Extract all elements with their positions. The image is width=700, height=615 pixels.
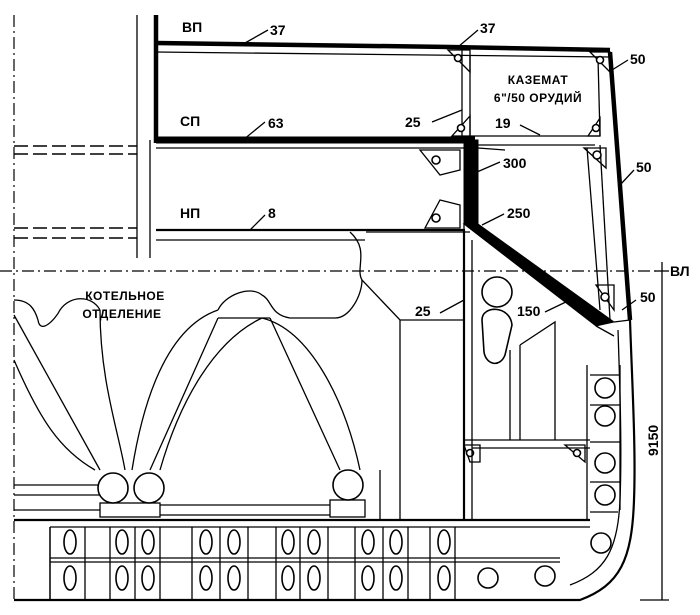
lightening-hole — [227, 529, 241, 555]
casemate-label-line1: КАЗЕМАТ — [508, 73, 569, 87]
longitudinal-bulkhead — [462, 230, 590, 520]
lightening-hole — [115, 529, 129, 555]
lightening-hole — [63, 565, 77, 591]
thickness-casemate-floor: 19 — [495, 115, 511, 131]
thickness-middle-deck: 63 — [268, 115, 284, 131]
lightening-hole — [199, 565, 213, 591]
lightening-hole — [199, 529, 213, 555]
lightening-hole — [389, 529, 403, 555]
outer-hull — [14, 319, 636, 602]
middle-deck-label: СП — [180, 113, 200, 129]
boiler-room-label-line1: КОТЕЛЬНОЕ — [85, 289, 165, 303]
lightening-hole — [141, 529, 155, 555]
thickness-vertical-armor: 300 — [503, 155, 527, 171]
lightening-hole — [361, 565, 375, 591]
thickness-side-belt: 50 — [640, 289, 656, 305]
boiler-room-label-line2: ОТДЕЛЕНИЕ — [82, 307, 161, 321]
lower-deck-label: НП — [180, 205, 200, 221]
thickness-casemate-side: 50 — [630, 51, 646, 67]
thickness-bevel: 150 — [517, 303, 541, 319]
upper-deck-label: ВП — [182, 19, 202, 35]
thickness-casemate-bulkhead: 25 — [405, 114, 421, 130]
inner-frame — [349, 231, 556, 520]
lightening-hole — [227, 565, 241, 591]
thickness-slope-armor: 250 — [507, 205, 531, 221]
lightening-hole — [361, 529, 375, 555]
side-voids — [477, 374, 620, 589]
thickness-upper-deck-right: 37 — [480, 20, 496, 36]
brackets — [418, 49, 615, 464]
thickness-lower-deck: 8 — [268, 205, 276, 221]
lightening-hole — [281, 565, 295, 591]
waterline-label: ВЛ — [670, 263, 690, 279]
boiler-room — [13, 279, 381, 520]
casemate-label-line2: 6"/50 ОРУДИЙ — [494, 90, 582, 105]
lightening-hole — [389, 565, 403, 591]
lightening-hole — [307, 565, 321, 591]
lightening-hole — [307, 529, 321, 555]
lightening-hole — [141, 565, 155, 591]
double-bottom — [14, 518, 590, 600]
left-frame — [13, 15, 151, 600]
thickness-side-upper: 50 — [636, 159, 652, 175]
draught-dimension — [640, 262, 669, 601]
lightening-hole — [63, 529, 77, 555]
lightening-hole — [115, 565, 129, 591]
deck-dashed-continuations — [14, 145, 137, 239]
draught-dimension-label: 9150 — [645, 425, 661, 456]
thickness-upper-deck: 37 — [270, 22, 286, 38]
lightening-hole — [437, 565, 451, 591]
main-armor — [462, 139, 631, 337]
lightening-hole — [437, 529, 451, 555]
lightening-hole — [281, 529, 295, 555]
leader-lines — [242, 29, 637, 314]
lower-deck — [156, 228, 465, 241]
upper-deck — [153, 15, 611, 143]
thickness-longitudinal-bulkhead: 25 — [415, 303, 431, 319]
middle-deck — [156, 135, 600, 149]
